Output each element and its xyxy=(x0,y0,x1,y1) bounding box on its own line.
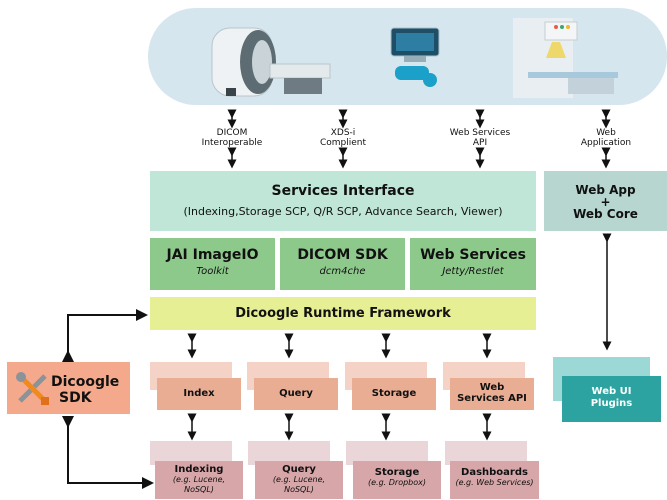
web-ui-plugins-box: Web UI Plugins xyxy=(562,376,661,422)
plugin-example: (e.g. Dropbox) xyxy=(368,478,426,487)
services-interface-subtitle: (Indexing,Storage SCP, Q/R SCP, Advance … xyxy=(183,205,503,218)
indexing-plugin: Indexing (e.g. Lucene, NoSQL) xyxy=(155,461,243,499)
label-line: XDS-i xyxy=(330,128,356,138)
web-connector-label: Web Application xyxy=(571,128,641,148)
web-app-plus: + xyxy=(600,195,611,209)
web-ui-plugins-line2: Plugins xyxy=(590,398,633,409)
plugin-name: Indexing xyxy=(174,464,224,475)
label-line: API xyxy=(472,138,488,148)
runtime-framework-box: Dicoogle Runtime Framework xyxy=(150,297,536,330)
sdk-line1: Dicoogle xyxy=(51,374,120,390)
xray-machine-icon xyxy=(513,18,618,98)
plugin-name: Query xyxy=(282,464,316,475)
library-subtitle: Toolkit xyxy=(196,266,229,277)
web-ui-plugins-line1: Web UI xyxy=(591,386,632,397)
label-line: Interoperable xyxy=(201,138,263,148)
label-line: Web Services xyxy=(449,128,511,138)
ws-connector-label: Web Services API xyxy=(440,128,520,148)
services-interface-title: Services Interface xyxy=(271,183,415,199)
plugin-example: (e.g. Lucene, NoSQL) xyxy=(272,475,326,494)
label-line: DICOM xyxy=(216,128,248,138)
library-subtitle: dcm4che xyxy=(319,266,366,277)
query-plugin-type: Query xyxy=(254,378,338,410)
sdk-line2: SDK xyxy=(59,390,92,406)
library-web-services: Web Services Jetty/Restlet xyxy=(410,238,536,290)
query-plugin: Query (e.g. Lucene, NoSQL) xyxy=(255,461,343,499)
label-line: Web xyxy=(596,128,616,138)
label-line: Complient xyxy=(319,138,367,148)
dicom-connector-label: DICOM Interoperable xyxy=(192,128,272,148)
web-app-line2: Web Core xyxy=(573,207,638,221)
plugin-example: (e.g. Lucene, NoSQL) xyxy=(172,475,226,494)
plugin-name: Storage xyxy=(374,467,420,478)
storage-plugin-type: Storage xyxy=(352,378,436,410)
plugin-name: Dashboards xyxy=(461,467,528,478)
library-title: Web Services xyxy=(420,247,526,263)
storage-plugin: Storage (e.g. Dropbox) xyxy=(353,461,441,499)
web-app-line1: Web App xyxy=(575,183,636,197)
web-services-api-plugin-type: Web Services API xyxy=(450,378,534,410)
index-plugin-type: Index xyxy=(157,378,241,410)
library-dicom-sdk: DICOM SDK dcm4che xyxy=(280,238,405,290)
mri-scanner-icon xyxy=(211,27,331,97)
library-jai-imageio: JAI ImageIO Toolkit xyxy=(150,238,275,290)
dashboards-plugin: Dashboards (e.g. Web Services) xyxy=(450,461,539,499)
library-title: DICOM SDK xyxy=(297,247,388,263)
xds-connector-label: XDS-i Complient xyxy=(313,128,373,148)
library-title: JAI ImageIO xyxy=(166,247,259,263)
dicoogle-sdk-box: Dicoogle SDK xyxy=(7,362,130,414)
tools-icon xyxy=(16,372,49,405)
services-interface-box: Services Interface (Indexing,Storage SCP… xyxy=(150,171,536,231)
web-app-box: Web App + Web Core xyxy=(544,171,667,231)
plugin-example: (e.g. Web Services) xyxy=(455,478,534,487)
ultrasound-icon xyxy=(390,27,440,87)
library-subtitle: Jetty/Restlet xyxy=(442,266,504,277)
label-line: Application xyxy=(580,138,632,148)
